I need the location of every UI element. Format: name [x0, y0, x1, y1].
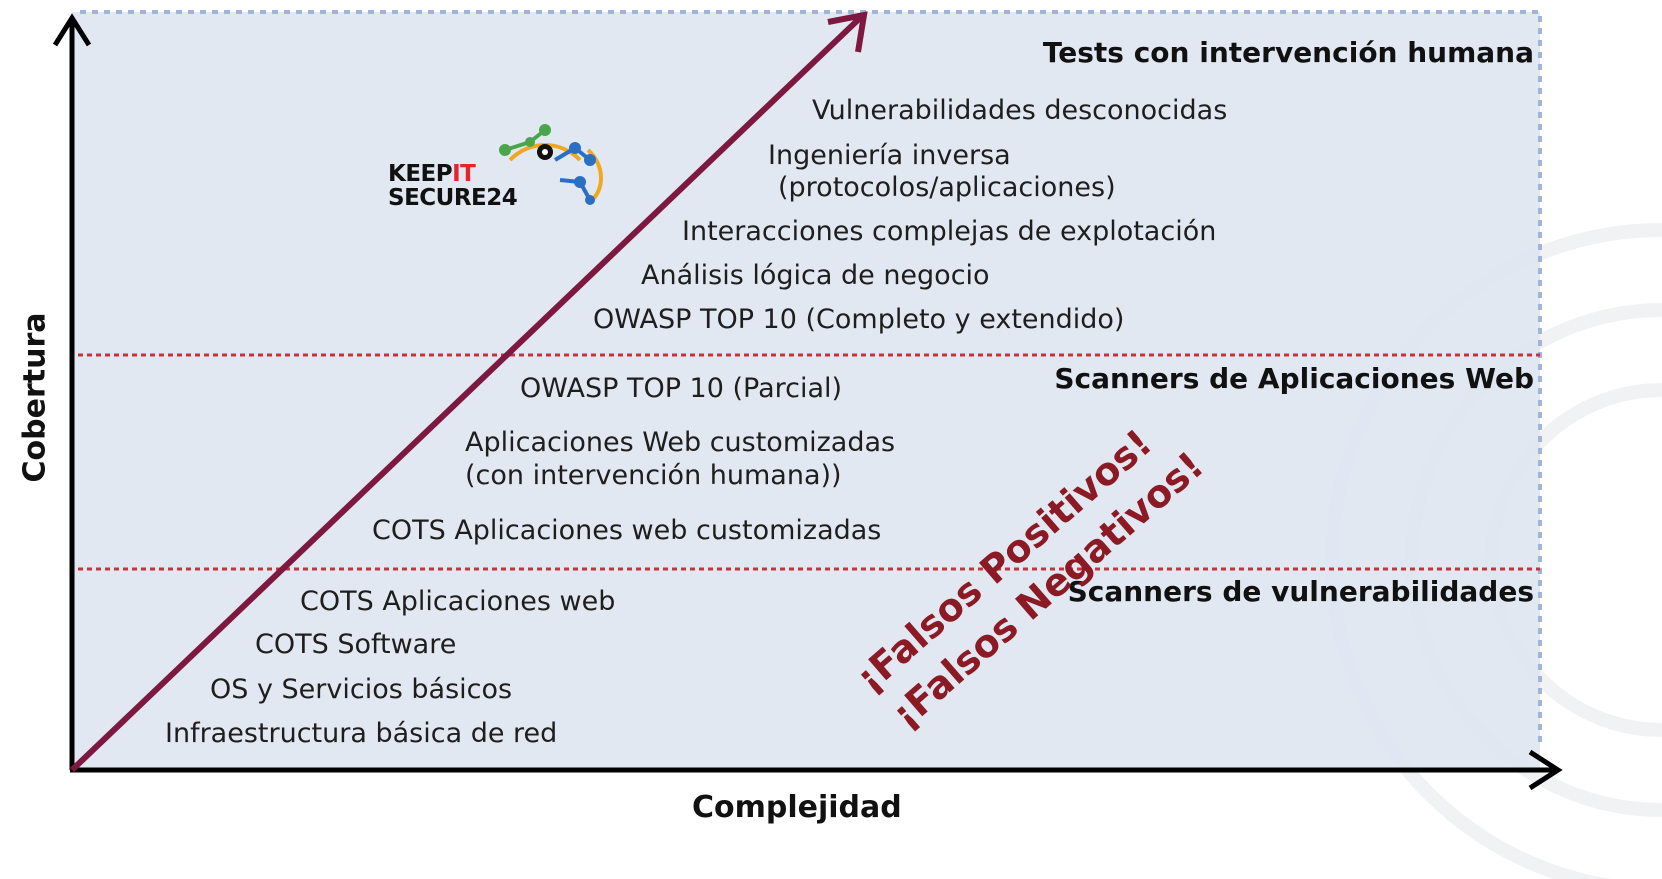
item-custom-web-apps: Aplicaciones Web customizadas	[465, 427, 896, 458]
trend-arrow	[69, 15, 863, 773]
item-complex-exploitation: Interacciones complejas de explotación	[682, 216, 1217, 247]
item-reverse-engineering: Ingeniería inversa	[768, 140, 1011, 171]
chart-panel	[72, 12, 1540, 770]
item-business-logic: Análisis lógica de negocio	[641, 260, 990, 291]
item-network-infrastructure: Infraestructura básica de red	[165, 718, 558, 749]
x-axis-arrowhead	[1528, 749, 1563, 791]
item-cots-custom-web: COTS Aplicaciones web customizadas	[372, 515, 882, 546]
zone-title-vuln-scanners: Scanners de vulnerabilidades	[1067, 575, 1534, 608]
item-cots-web: COTS Aplicaciones web	[300, 586, 616, 617]
item-custom-web-apps-detail: (con intervención humana))	[465, 460, 842, 491]
x-axis-label: Complejidad	[692, 790, 902, 825]
y-axis-label: Cobertura	[17, 312, 53, 483]
item-reverse-engineering-detail: (protocolos/aplicaciones)	[778, 172, 1116, 203]
item-cots-software: COTS Software	[255, 629, 457, 660]
trend-arrowhead	[827, 11, 868, 53]
logo-text-keep: KEEP	[388, 161, 453, 187]
zone-title-human-tests: Tests con intervención humana	[1042, 36, 1534, 69]
item-owasp-full: OWASP TOP 10 (Completo y extendido)	[593, 304, 1125, 335]
item-owasp-partial: OWASP TOP 10 (Parcial)	[520, 373, 843, 404]
logo-network-icon	[499, 124, 603, 205]
item-os-services: OS y Servicios básicos	[210, 674, 513, 705]
keepitsecure24-logo: KEEPIT SECURE24	[388, 120, 640, 225]
logo-text-secure: SECURE24	[388, 185, 518, 211]
zone-title-web-scanners: Scanners de Aplicaciones Web	[1054, 362, 1534, 395]
item-unknown-vulnerabilities: Vulnerabilidades desconocidas	[812, 95, 1228, 126]
y-axis-arrowhead	[52, 13, 92, 47]
logo-text-it: IT	[452, 161, 476, 187]
